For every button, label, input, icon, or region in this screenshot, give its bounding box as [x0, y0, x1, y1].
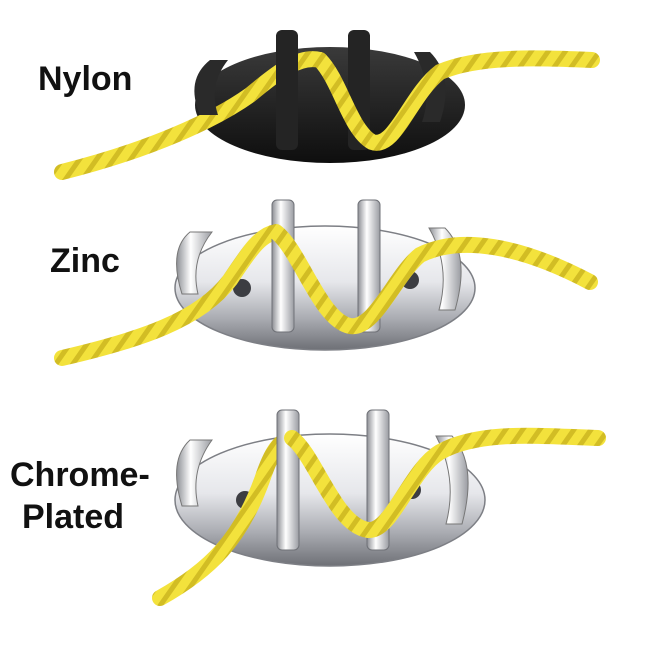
nylon-label: Nylon — [38, 60, 133, 98]
chrome-label-line1: Chrome- — [10, 456, 150, 494]
zinc-cleat — [54, 199, 598, 366]
chrome-label-line2: Plated — [22, 498, 125, 536]
chrome-cleat — [152, 409, 606, 606]
zinc-label: Zinc — [50, 242, 120, 280]
nylon-cleat — [54, 30, 600, 180]
